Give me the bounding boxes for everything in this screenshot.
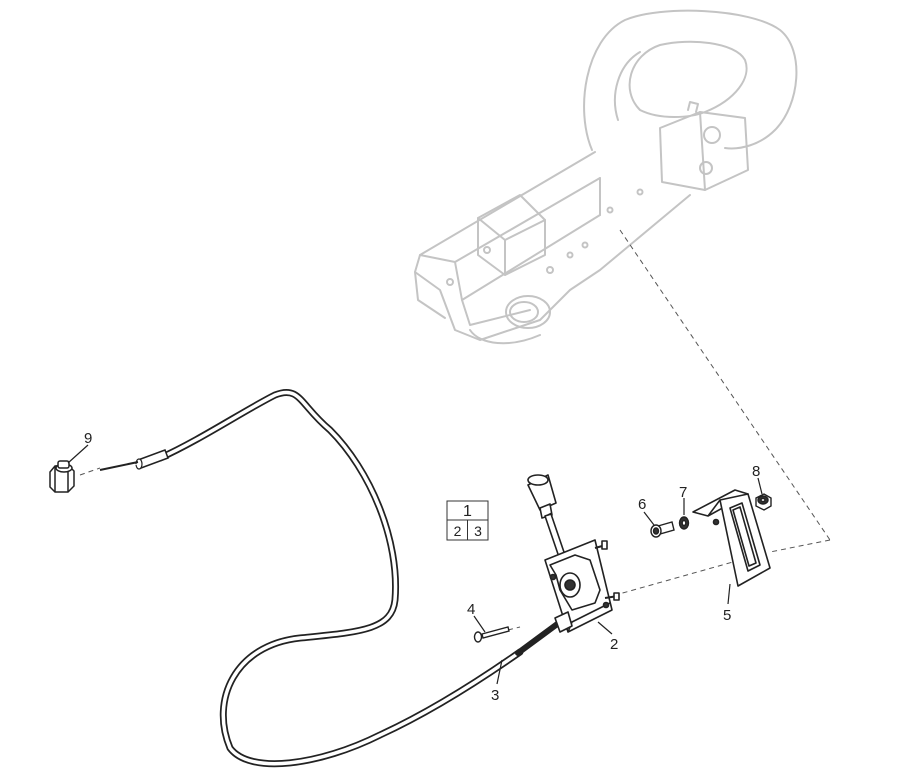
callout-8: 8 <box>752 463 760 480</box>
assembly-box-bottom-right: 3 <box>474 523 482 539</box>
part-2-throttle-control <box>527 474 620 633</box>
assembly-dashed-lines <box>79 229 831 631</box>
part-8-nut <box>755 493 772 511</box>
part-4-screw <box>473 626 510 643</box>
callout-5: 5 <box>723 607 731 624</box>
callout-7: 7 <box>679 484 687 501</box>
callout-4: 4 <box>467 601 475 618</box>
part-6-bolt <box>650 521 675 538</box>
callout-9: 9 <box>84 430 92 447</box>
assembly-box-bottom-left: 2 <box>454 523 462 539</box>
part-7-washer <box>678 516 690 530</box>
callout-labels: 9 6 7 8 4 2 3 5 <box>84 430 760 704</box>
part-5-bracket <box>692 489 771 587</box>
assembly-box: 1 2 3 <box>446 500 489 541</box>
callout-3: 3 <box>491 687 499 704</box>
part-9-nut <box>49 460 75 493</box>
callout-6: 6 <box>638 496 646 513</box>
ghost-handle-frame <box>414 9 798 345</box>
assembly-box-top: 1 <box>463 503 472 520</box>
callout-leaders <box>67 444 763 685</box>
callout-2: 2 <box>610 636 618 653</box>
control-cable <box>156 388 563 768</box>
cable-ferrule <box>99 449 169 473</box>
